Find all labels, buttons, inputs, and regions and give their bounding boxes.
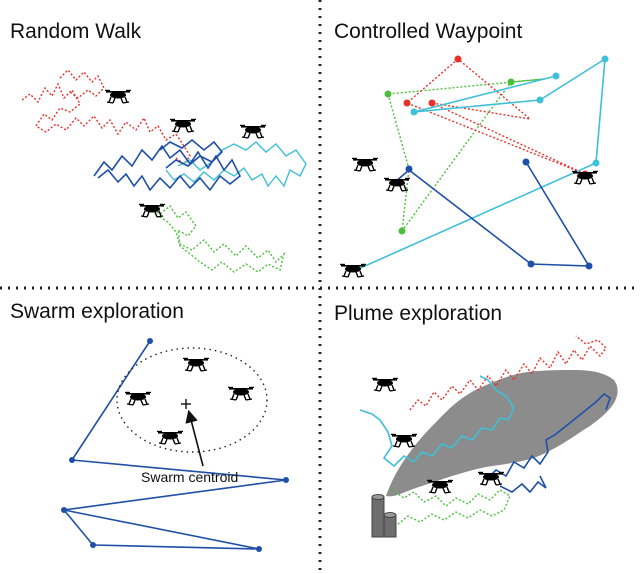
waypoint-marker — [428, 99, 436, 107]
drone-icon — [104, 89, 132, 104]
random-walk-red-path-2 — [59, 68, 105, 99]
waypoint-marker — [410, 108, 418, 116]
drone-icon — [426, 479, 454, 494]
waypoint-marker — [601, 55, 609, 63]
plume-green-path — [391, 489, 511, 525]
random-walk-blue-path-2 — [159, 138, 224, 169]
plume-blue-path-2 — [499, 475, 547, 494]
drone-icon — [169, 118, 197, 133]
panel-plume-exploration: Plume exploration — [334, 302, 618, 538]
gas-plume — [386, 370, 618, 497]
chimney-icon — [371, 494, 397, 538]
drone-icon — [390, 433, 418, 448]
panel-title-plume-exploration: Plume exploration — [334, 302, 502, 325]
random-walk-blue-path — [93, 144, 242, 192]
waypoint-marker — [384, 90, 392, 98]
swarm-boundary — [116, 347, 268, 453]
centroid-cross-icon — [181, 399, 191, 409]
drone-icon — [477, 471, 505, 486]
swarm-centroid-label: Swarm centroid — [141, 469, 238, 485]
drone-icon — [239, 124, 267, 139]
drone-icon — [156, 430, 184, 445]
waypoint-marker — [398, 227, 406, 235]
random-walk-green-path — [149, 204, 286, 273]
swarm-blue-path — [62, 340, 287, 550]
waypoint-marker — [507, 78, 515, 86]
drone-icon — [339, 263, 367, 278]
panel-title-random-walk: Random Walk — [10, 20, 142, 43]
plume-blue-path — [485, 392, 611, 481]
plume-red-path — [409, 335, 607, 411]
random-walk-cyan-path — [165, 141, 307, 188]
centroid-arrow — [185, 409, 204, 467]
waypoint-marker — [592, 159, 600, 167]
waypoint-marker — [585, 262, 593, 270]
waypoint-marker — [552, 72, 560, 80]
waypoint-marker — [90, 542, 96, 548]
drone-icon — [571, 170, 599, 185]
panel-title-controlled-waypoint: Controlled Waypoint — [334, 20, 522, 43]
panel-random-walk: Random Walk — [10, 20, 307, 273]
waypoint-marker — [454, 55, 462, 63]
waypoint-red-path — [405, 58, 586, 175]
waypoint-marker — [405, 165, 413, 173]
drone-icon — [182, 357, 210, 372]
waypoint-marker — [256, 546, 262, 552]
waypoint-cyan-path — [355, 57, 606, 271]
waypoint-marker — [527, 260, 535, 268]
drone-icon — [124, 391, 152, 406]
waypoint-green-path — [387, 78, 545, 234]
panel-swarm-exploration: Swarm exploration Swarm centroid — [10, 300, 289, 552]
waypoint-marker — [522, 158, 530, 166]
drone-icon — [138, 203, 166, 218]
drone-icon — [351, 157, 379, 172]
waypoint-blue-path — [408, 161, 591, 267]
panel-controlled-waypoint: Controlled Waypoint — [334, 20, 609, 278]
waypoint-marker — [61, 507, 67, 513]
drone-icon — [383, 177, 411, 192]
waypoint-marker — [403, 99, 411, 107]
drone-icon — [371, 377, 399, 392]
waypoint-marker — [69, 457, 75, 463]
panel-title-swarm-exploration: Swarm exploration — [10, 300, 184, 323]
waypoint-marker — [147, 338, 153, 344]
random-walk-red-path — [21, 82, 191, 165]
waypoint-marker — [536, 96, 544, 104]
plume-cyan-path — [359, 375, 515, 468]
waypoint-marker — [283, 477, 289, 483]
drone-icon — [227, 386, 255, 401]
